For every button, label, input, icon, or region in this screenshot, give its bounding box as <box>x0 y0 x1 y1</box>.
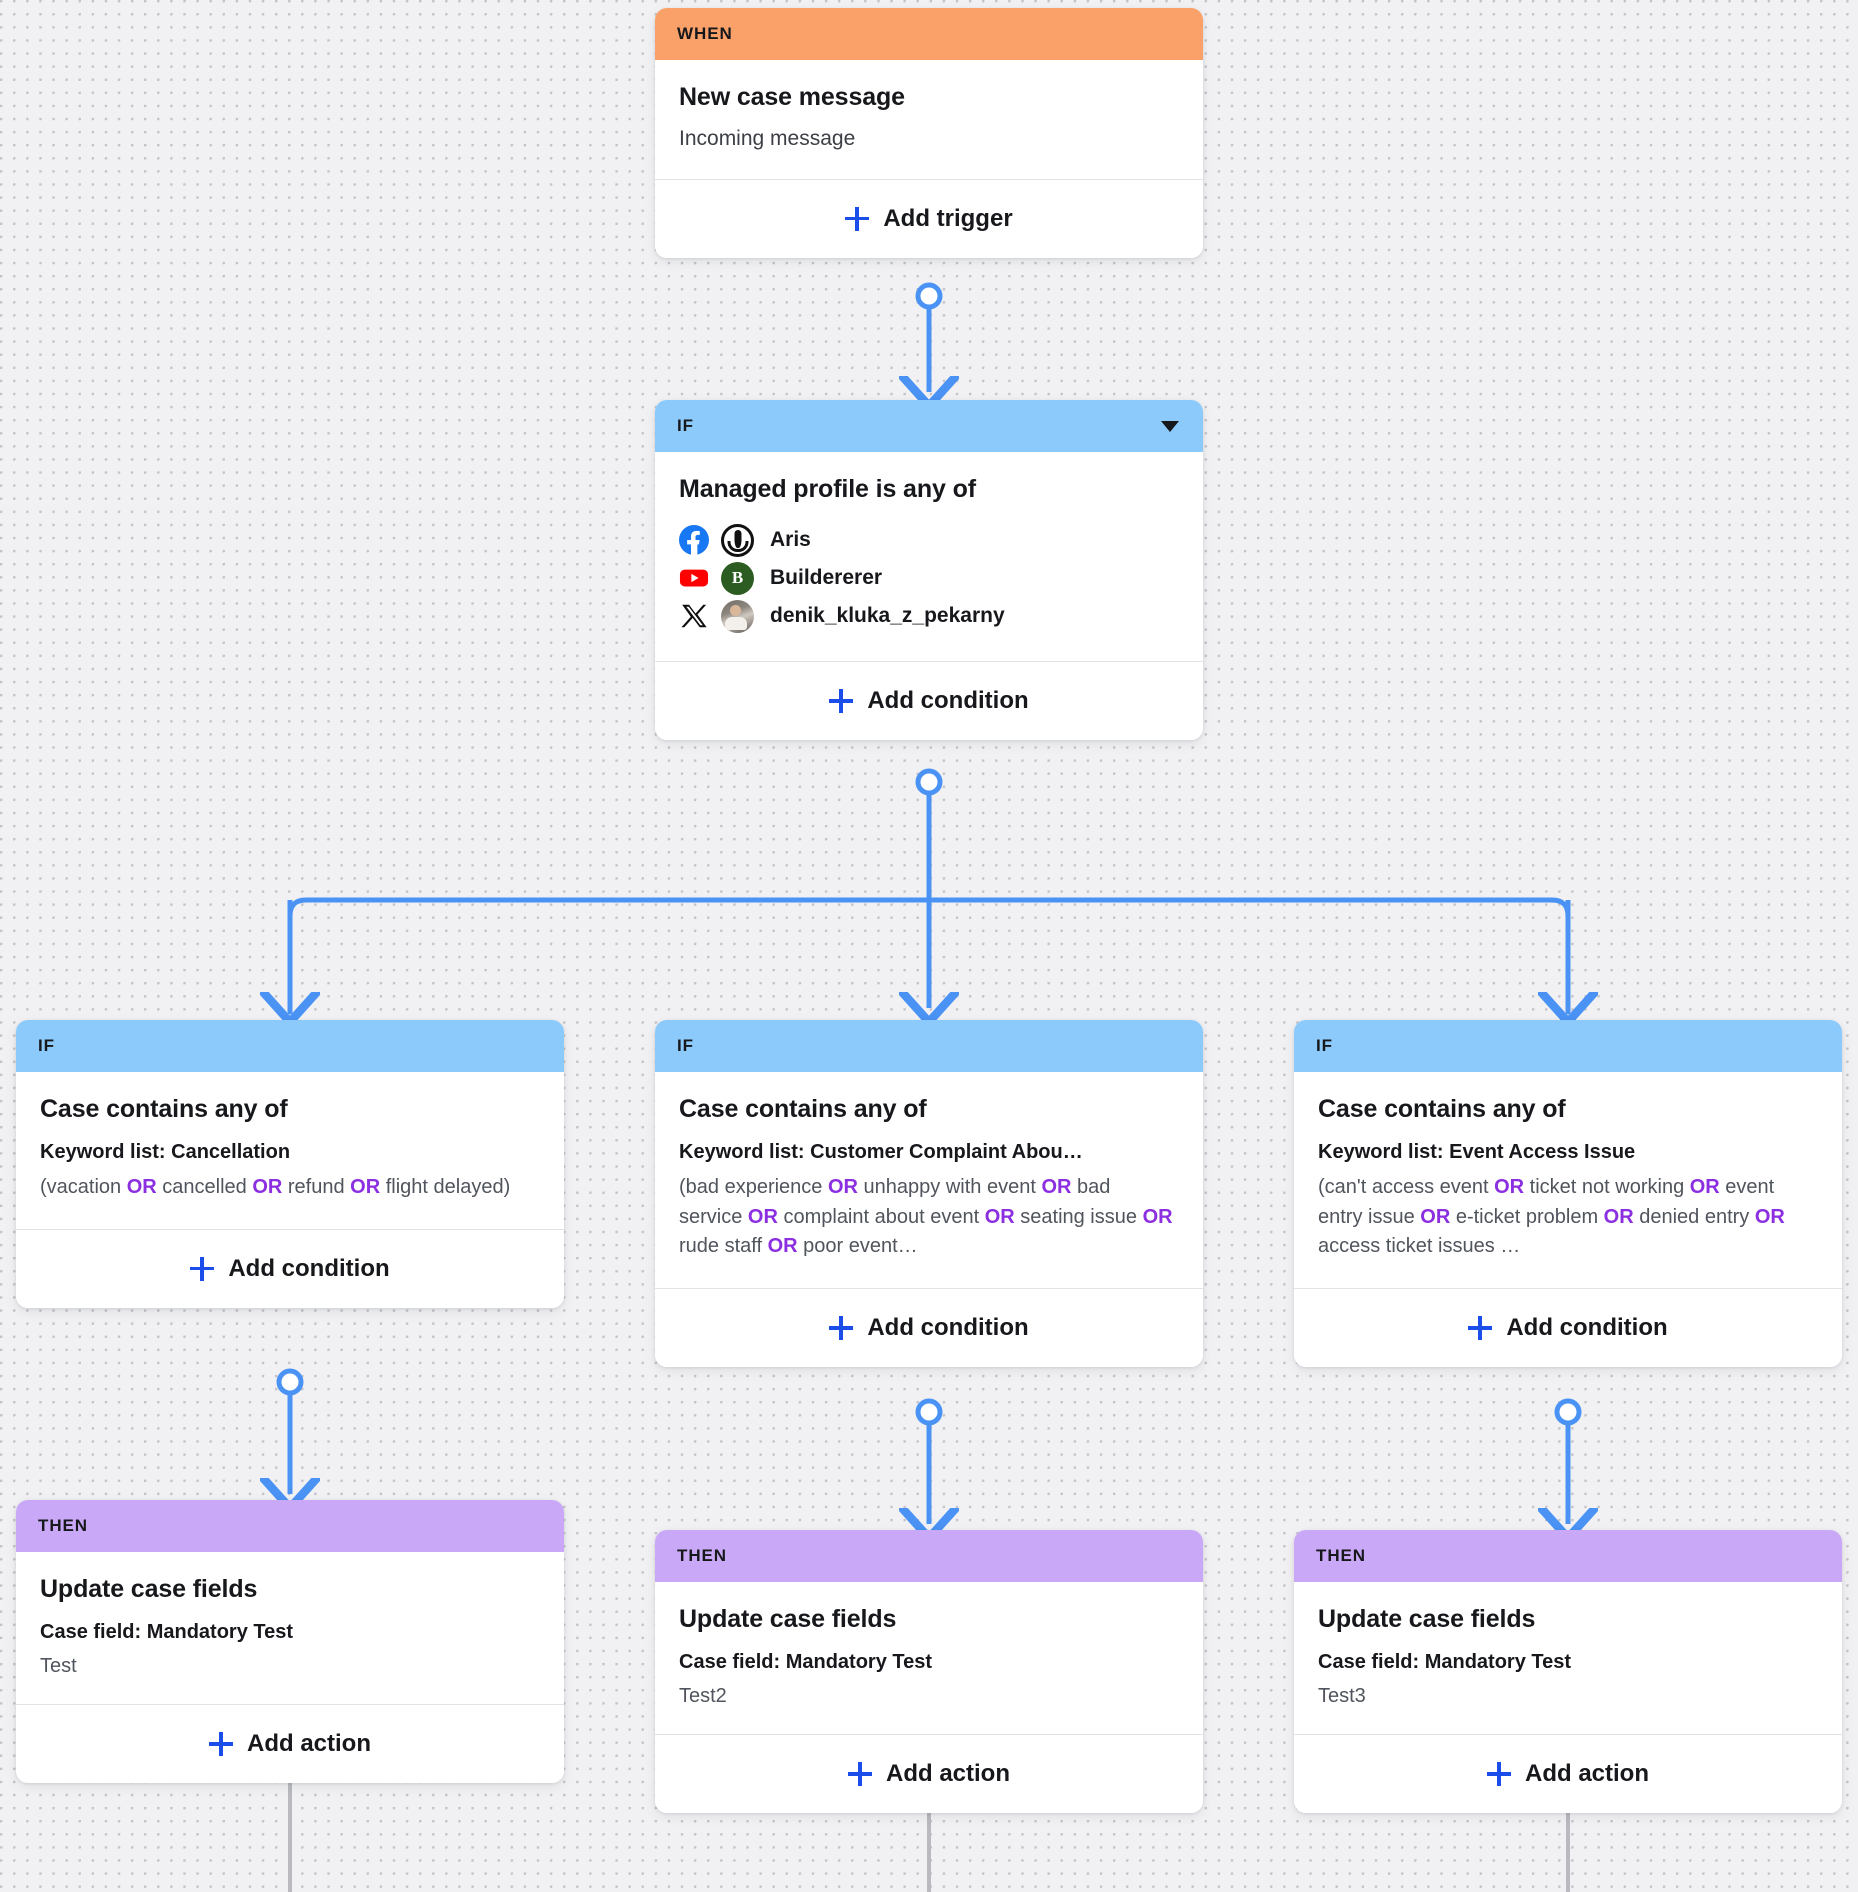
connector-node-root <box>915 768 943 796</box>
branch-2-add-action-label: Add action <box>886 1760 1010 1788</box>
root-condition-body: Managed profile is any of Aris B <box>655 452 1203 663</box>
add-condition-button[interactable]: Add condition <box>655 662 1203 741</box>
youtube-icon <box>679 569 709 587</box>
branch-3-action-body: Update case fields Case field: Mandatory… <box>1294 1582 1842 1736</box>
branch-2-action-title: Update case fields <box>679 1605 897 1633</box>
branch-1-condition-body: Case contains any of Keyword list: Cance… <box>16 1072 564 1230</box>
facebook-icon <box>679 525 709 556</box>
branch-1-keyword-expression: (vacation OR cancelled OR refund OR flig… <box>40 1176 511 1199</box>
trigger-header-label: WHEN <box>677 24 733 43</box>
branch-1-add-condition-label: Add condition <box>228 1254 390 1282</box>
list-item[interactable]: Aris <box>679 521 1179 559</box>
list-item[interactable]: B Buildererer <box>679 559 1179 597</box>
branch-3-add-action-button[interactable]: Add action <box>1294 1735 1842 1814</box>
managed-profile-list: Aris B Buildererer denik_kluka_z_pekar <box>679 521 1179 635</box>
branch-2-action-header: THEN <box>655 1530 1203 1582</box>
connector-node-branch-1-if <box>276 1368 304 1396</box>
branch-2-action-card[interactable]: THEN Update case fields Case field: Mand… <box>655 1530 1203 1814</box>
trigger-card-body: New case message Incoming message <box>655 60 1203 180</box>
chevron-down-icon[interactable] <box>1161 420 1179 432</box>
plus-icon <box>829 689 854 714</box>
branch-3-action-header-label: THEN <box>1316 1546 1367 1565</box>
trigger-subtitle: Incoming message <box>679 127 856 151</box>
plus-icon <box>1468 1316 1493 1341</box>
root-condition-header: IF <box>655 400 1203 452</box>
branch-1-condition-header: IF <box>16 1020 564 1072</box>
add-condition-label: Add condition <box>867 687 1029 715</box>
plus-icon <box>829 1316 854 1341</box>
trigger-card-header: WHEN <box>655 8 1203 60</box>
x-twitter-icon <box>681 605 707 628</box>
branch-3-action-header: THEN <box>1294 1530 1842 1582</box>
branch-1-keyword-label: Keyword list: Cancellation <box>40 1141 291 1164</box>
add-trigger-label: Add trigger <box>883 204 1013 232</box>
branch-3-condition-body: Case contains any of Keyword list: Event… <box>1294 1072 1842 1290</box>
list-item-label: Aris <box>770 528 811 552</box>
connector-node-branch-2-if <box>915 1398 943 1426</box>
wire-branch-bus <box>287 897 1571 1015</box>
branch-2-action-header-label: THEN <box>677 1546 728 1565</box>
plus-icon <box>848 1762 872 1787</box>
add-trigger-button[interactable]: Add trigger <box>655 179 1203 258</box>
branch-3-condition-card[interactable]: IF Case contains any of Keyword list: Ev… <box>1294 1020 1842 1368</box>
branch-3-condition-title: Case contains any of <box>1318 1095 1566 1123</box>
plus-icon <box>1487 1762 1511 1787</box>
branch-1-action-header-label: THEN <box>38 1516 89 1535</box>
branch-1-add-action-label: Add action <box>247 1730 371 1758</box>
branch-1-condition-card[interactable]: IF Case contains any of Keyword list: Ca… <box>16 1020 564 1308</box>
avatar: B <box>721 561 754 595</box>
avatar <box>721 599 754 633</box>
branch-2-keyword-expression: (bad experience OR unhappy with event OR… <box>679 1176 1173 1258</box>
branch-1-condition-title: Case contains any of <box>40 1095 288 1123</box>
branch-1-field-label: Case field: Mandatory Test <box>40 1621 294 1644</box>
branch-2-condition-header: IF <box>655 1020 1203 1072</box>
branch-2-field-label: Case field: Mandatory Test <box>679 1651 933 1674</box>
branch-3-keyword-expression: (can't access event OR ticket not workin… <box>1318 1176 1785 1258</box>
plus-icon <box>209 1732 233 1757</box>
branch-1-condition-header-label: IF <box>38 1036 55 1055</box>
list-item-label: denik_kluka_z_pekarny <box>770 604 1005 628</box>
list-item-label: Buildererer <box>770 566 883 590</box>
root-condition-header-label: IF <box>677 416 694 435</box>
branch-3-field-label: Case field: Mandatory Test <box>1318 1651 1572 1674</box>
root-condition-card[interactable]: IF Managed profile is any of Aris <box>655 400 1203 741</box>
branch-2-add-condition-label: Add condition <box>867 1314 1029 1342</box>
branch-2-condition-card[interactable]: IF Case contains any of Keyword list: Cu… <box>655 1020 1203 1368</box>
branch-1-field-value: Test <box>40 1655 77 1678</box>
branch-1-action-title: Update case fields <box>40 1575 258 1603</box>
branch-1-add-action-button[interactable]: Add action <box>16 1705 564 1784</box>
branch-3-keyword-label: Keyword list: Event Access Issue <box>1318 1141 1636 1164</box>
branch-2-condition-body: Case contains any of Keyword list: Custo… <box>655 1072 1203 1290</box>
branch-3-add-condition-button[interactable]: Add condition <box>1294 1289 1842 1368</box>
root-condition-title: Managed profile is any of <box>679 475 976 503</box>
trigger-card[interactable]: WHEN New case message Incoming message A… <box>655 8 1203 258</box>
branch-3-action-title: Update case fields <box>1318 1605 1536 1633</box>
branch-3-field-value: Test3 <box>1318 1685 1366 1708</box>
branch-3-action-card[interactable]: THEN Update case fields Case field: Mand… <box>1294 1530 1842 1814</box>
branch-2-condition-title: Case contains any of <box>679 1095 927 1123</box>
branch-2-field-value: Test2 <box>679 1685 727 1708</box>
plus-icon <box>190 1256 215 1281</box>
avatar <box>721 523 754 557</box>
branch-2-add-action-button[interactable]: Add action <box>655 1735 1203 1814</box>
branch-1-action-card[interactable]: THEN Update case fields Case field: Mand… <box>16 1500 564 1784</box>
connector-node-branch-3-if <box>1554 1398 1582 1426</box>
branch-2-action-body: Update case fields Case field: Mandatory… <box>655 1582 1203 1736</box>
branch-1-action-body: Update case fields Case field: Mandatory… <box>16 1552 564 1706</box>
connector-node-trigger <box>915 282 943 310</box>
plus-icon <box>845 206 870 231</box>
branch-3-condition-header-label: IF <box>1316 1036 1333 1055</box>
branch-1-action-header: THEN <box>16 1500 564 1552</box>
list-item[interactable]: denik_kluka_z_pekarny <box>679 597 1179 635</box>
branch-1-add-condition-button[interactable]: Add condition <box>16 1229 564 1308</box>
branch-3-add-action-label: Add action <box>1525 1760 1649 1788</box>
trigger-title: New case message <box>679 83 905 111</box>
branch-3-condition-header: IF <box>1294 1020 1842 1072</box>
branch-3-add-condition-label: Add condition <box>1506 1314 1668 1342</box>
branch-2-keyword-label: Keyword list: Customer Complaint Abou… <box>679 1141 1083 1164</box>
branch-2-add-condition-button[interactable]: Add condition <box>655 1289 1203 1368</box>
branch-2-condition-header-label: IF <box>677 1036 694 1055</box>
